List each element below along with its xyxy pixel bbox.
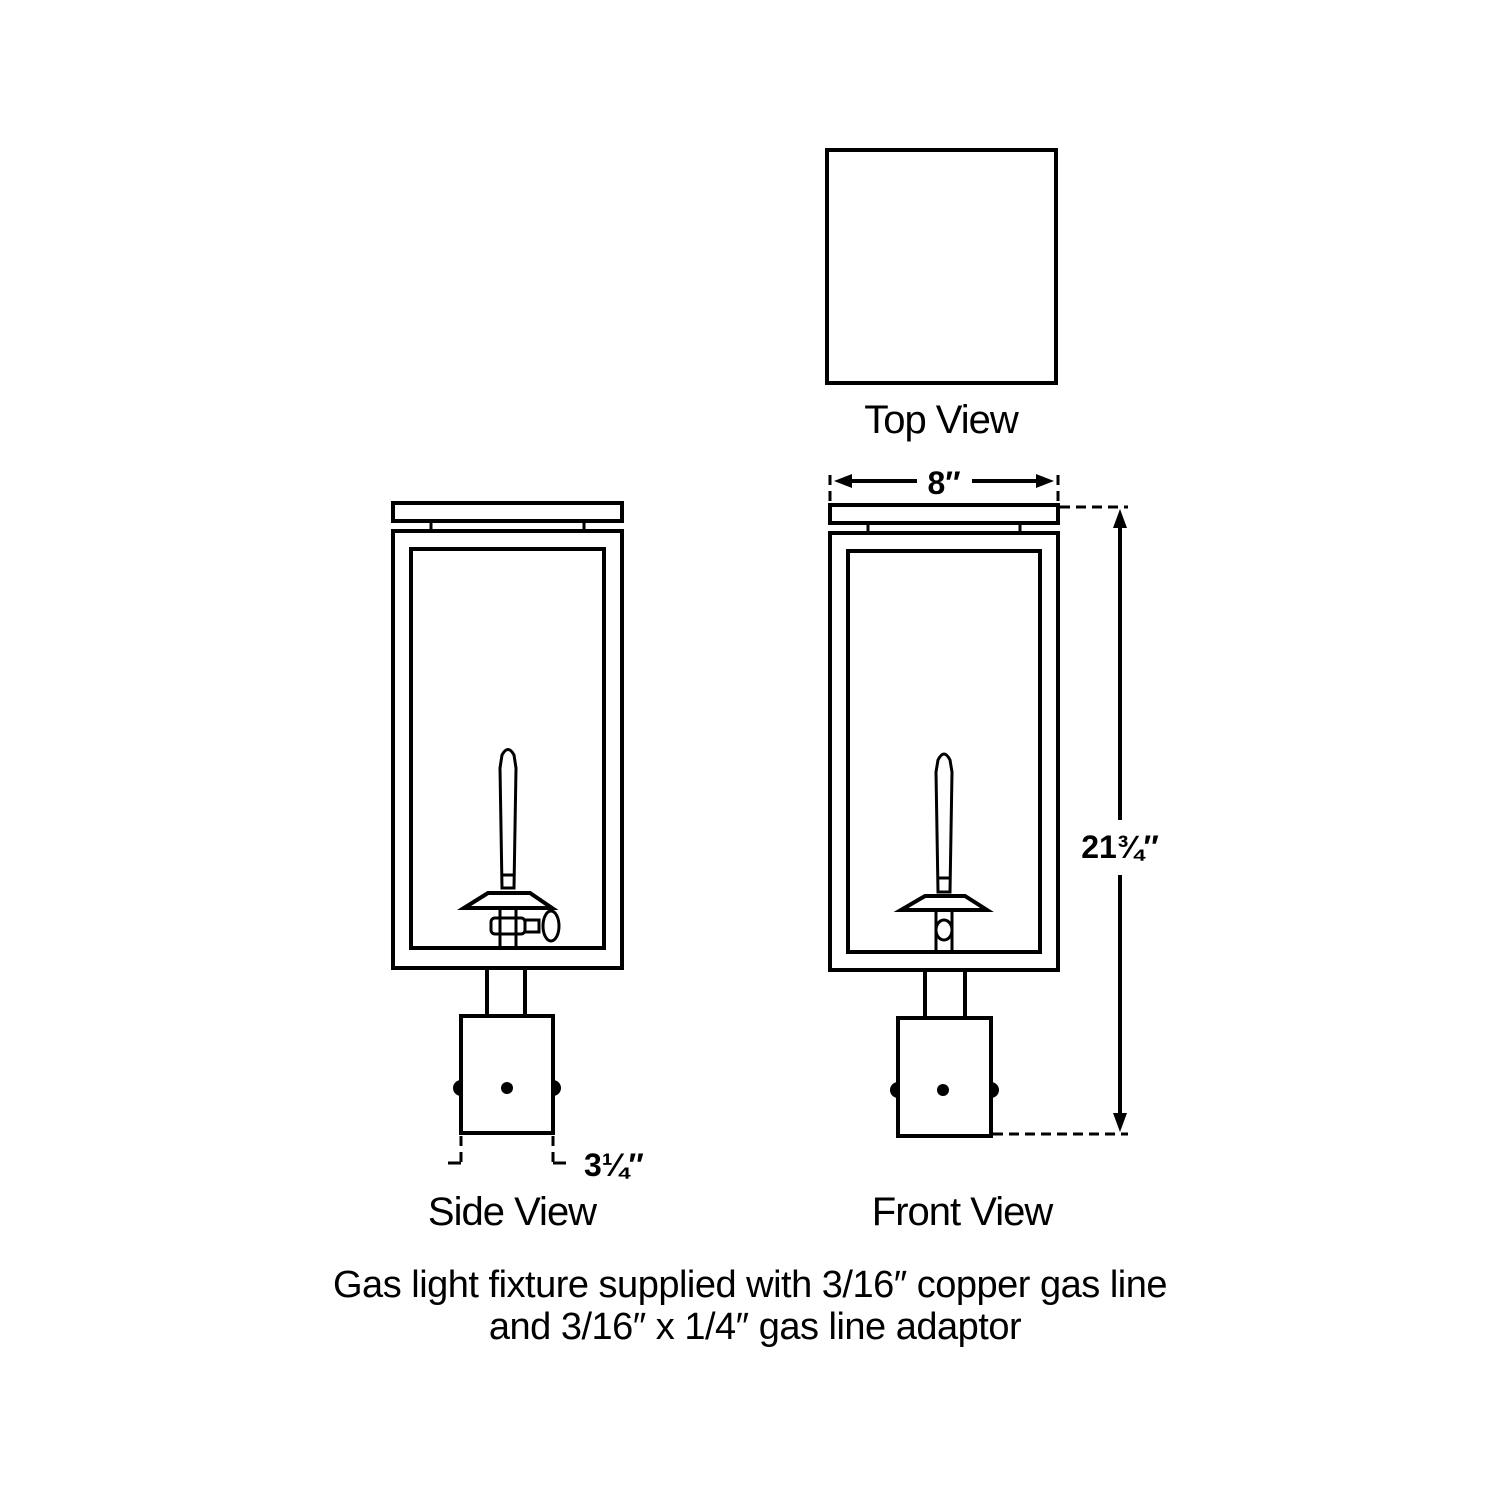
post-stem <box>923 968 967 1020</box>
top-view-label: Top View <box>864 398 1019 442</box>
width-dimension: 8″ <box>927 465 960 501</box>
front-view-label: Front View <box>872 1190 1054 1234</box>
top-view-square <box>825 148 1058 385</box>
lantern-cap <box>391 501 624 523</box>
lantern-cap <box>828 503 1060 525</box>
base-width-dimension: 3¼″ <box>584 1147 644 1183</box>
side-view: 3¼″ Side View <box>391 501 644 1234</box>
post-stem <box>485 966 527 1018</box>
burner-icon <box>893 752 994 954</box>
post-base <box>896 1016 993 1138</box>
caption-line-1: Gas light fixture supplied with 3/16″ co… <box>333 1264 1167 1306</box>
post-base <box>459 1014 555 1135</box>
side-view-label: Side View <box>428 1190 597 1234</box>
front-view: 8″ 21¾″ Front View <box>828 465 1159 1234</box>
caption-line-2: and 3/16″ x 1/4″ gas line adaptor <box>489 1306 1022 1348</box>
height-dimension: 21¾″ <box>1081 829 1159 865</box>
top-view: Top View <box>825 148 1058 442</box>
burner-icon <box>457 748 561 950</box>
lantern-frame <box>828 531 1060 972</box>
